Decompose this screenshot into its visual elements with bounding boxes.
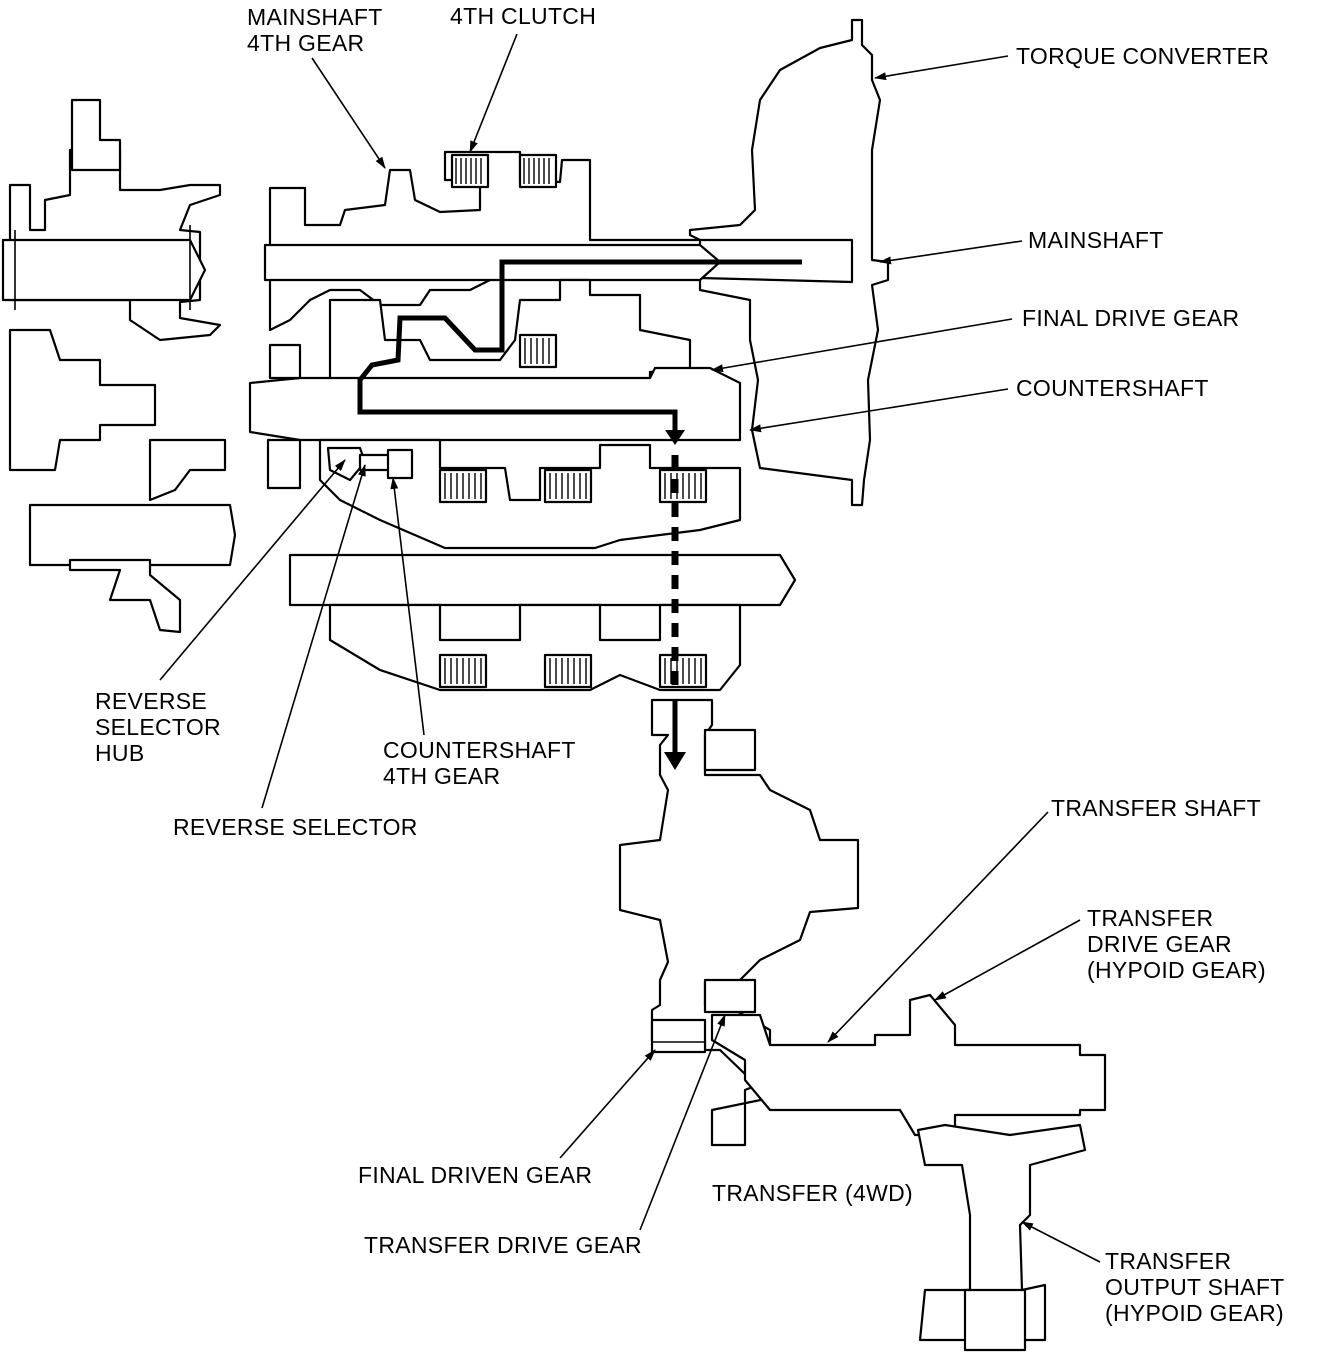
fourth-clutch-pack (450, 153, 558, 369)
label-4th-clutch: 4TH CLUTCH (450, 3, 597, 29)
label-reverse-selector-hub: REVERSE SELECTOR HUB (95, 688, 221, 766)
leader-transfer-shaft (827, 811, 1049, 1043)
label-final-driven-gear: FINAL DRIVEN GEAR (358, 1162, 593, 1188)
label-reverse-selector: REVERSE SELECTOR (173, 814, 418, 840)
reverse-selector-assembly (326, 446, 414, 482)
label-transfer-shaft: TRANSFER SHAFT (1051, 795, 1261, 821)
label-transfer-4wd: TRANSFER (4WD) (712, 1180, 913, 1206)
countershaft (248, 343, 742, 490)
leader-4th-clutch (469, 33, 518, 153)
mainshaft-gear-cluster (263, 150, 722, 382)
label-transfer-drive-gear-hypoid: TRANSFER DRIVE GEAR (HYPOID GEAR) (1087, 905, 1266, 983)
countershaft-gear-cluster (288, 438, 797, 692)
leader-mainshaft-4th-gear (311, 57, 386, 169)
leader-mainshaft (879, 240, 1023, 265)
leader-transfer-output-shaft (1021, 1221, 1101, 1263)
leader-reverse-selector-hub (159, 459, 346, 681)
leader-torque-converter (874, 55, 1009, 81)
label-countershaft: COUNTERSHAFT (1016, 375, 1209, 401)
leader-transfer-drive-gear (639, 1014, 726, 1231)
leader-final-driven-gear (559, 1049, 656, 1159)
leader-reverse-selector (261, 464, 366, 809)
label-mainshaft-4th-gear: MAINSHAFT 4TH GEAR (247, 4, 383, 56)
leader-final-drive-gear (711, 318, 1013, 373)
label-transfer-drive-gear: TRANSFER DRIVE GEAR (364, 1232, 642, 1258)
label-torque-converter: TORQUE CONVERTER (1016, 43, 1270, 69)
label-countershaft-4th-gear: COUNTERSHAFT 4TH GEAR (383, 737, 576, 789)
differential-housing (618, 698, 860, 1147)
leader-countershaft-4th-gear (390, 477, 425, 736)
label-mainshaft: MAINSHAFT (1028, 227, 1164, 253)
leader-lines (159, 33, 1101, 1263)
lower-clutch-packs (438, 468, 708, 689)
power-flow-path (357, 259, 802, 770)
leader-transfer-drive-gear-hypoid (934, 919, 1081, 1001)
label-transfer-output-shaft: TRANSFER OUTPUT SHAFT (HYPOID GEAR) (1105, 1248, 1285, 1326)
label-final-drive-gear: FINAL DRIVE GEAR (1022, 305, 1240, 331)
torque-converter (688, 18, 890, 507)
leader-countershaft (749, 388, 1009, 433)
transfer-assembly (710, 993, 1107, 1352)
left-upper-shaft-section (1, 98, 237, 634)
